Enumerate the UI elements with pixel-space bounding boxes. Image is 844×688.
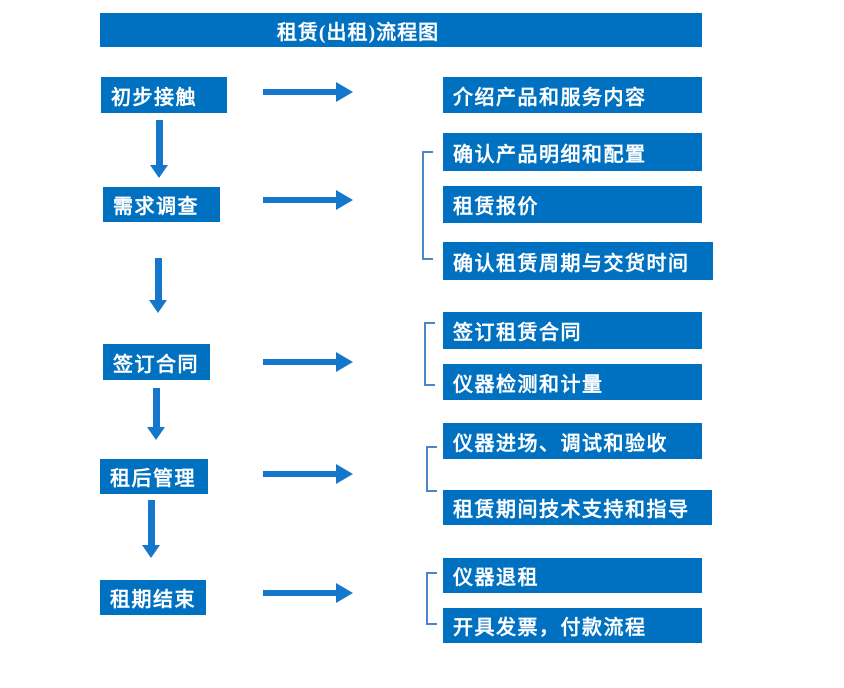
title-bar: 租赁(出租)流程图: [100, 13, 702, 47]
right-arrow-connector: [263, 190, 353, 210]
detail-box-instrument-setup-acceptance: 仪器进场、调试和验收: [443, 423, 702, 459]
step-box-post-rental-management: 租后管理: [100, 459, 208, 494]
page-title: 租赁(出租)流程图: [276, 21, 440, 44]
down-arrow-connector: [149, 258, 167, 313]
detail-box-instrument-testing: 仪器检测和计量: [443, 364, 702, 400]
right-arrow-connector: [263, 583, 353, 603]
detail-box-sign-rental-contract: 签订租赁合同: [443, 312, 702, 349]
detail-box-invoice-payment: 开具发票，付款流程: [443, 608, 702, 643]
detail-box-instrument-return: 仪器退租: [443, 558, 702, 593]
bracket-connector: [424, 322, 435, 386]
detail-box-introduce-products: 介绍产品和服务内容: [443, 77, 702, 113]
down-arrow-connector: [142, 500, 160, 558]
step-box-sign-contract: 签订合同: [103, 344, 210, 380]
right-arrow-connector: [263, 82, 353, 102]
down-arrow-connector: [150, 120, 168, 178]
right-arrow-connector: [263, 464, 353, 484]
down-arrow-connector: [147, 388, 165, 440]
bracket-connector: [426, 572, 437, 625]
right-arrow-connector: [263, 352, 353, 372]
step-box-rental-end: 租期结束: [100, 580, 206, 615]
step-box-initial-contact: 初步接触: [101, 77, 227, 113]
detail-box-confirm-product-config: 确认产品明细和配置: [443, 133, 702, 171]
detail-box-confirm-period-delivery: 确认租赁周期与交货时间: [443, 242, 713, 280]
detail-box-tech-support: 租赁期间技术支持和指导: [443, 490, 712, 525]
detail-box-rental-quote: 租赁报价: [443, 186, 702, 223]
bracket-connector: [422, 151, 433, 260]
step-box-demand-survey: 需求调查: [103, 187, 220, 222]
bracket-connector: [426, 446, 437, 492]
